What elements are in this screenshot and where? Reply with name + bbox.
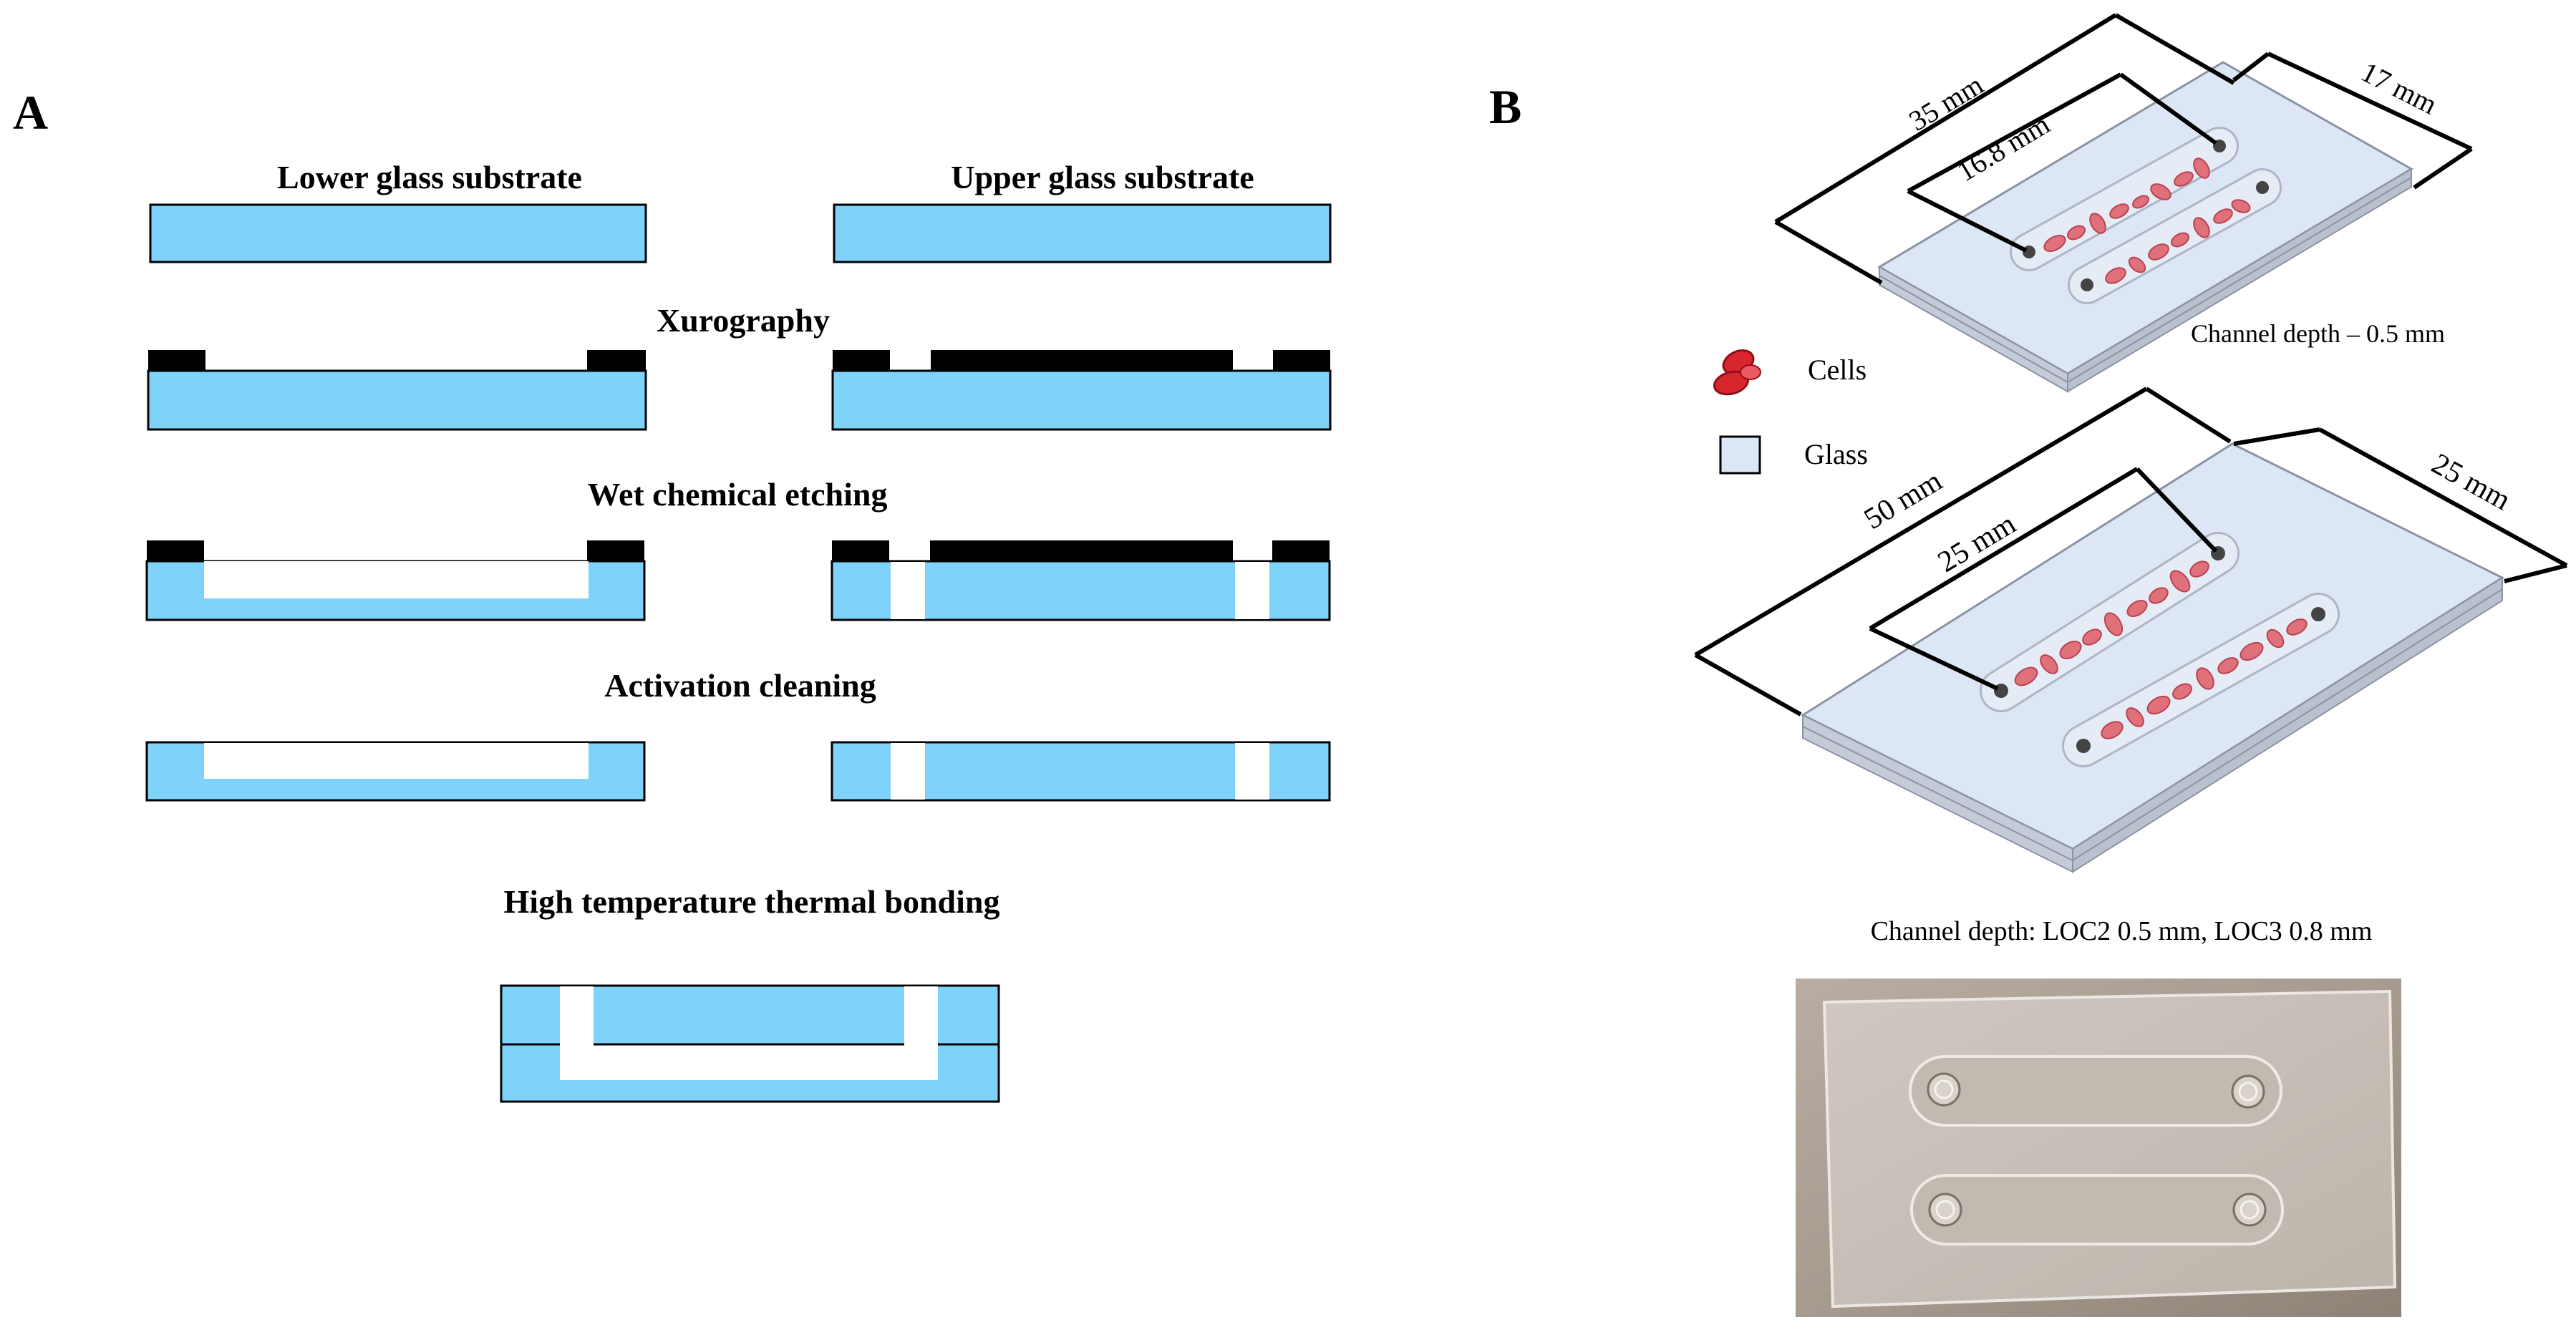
port (2081, 278, 2093, 291)
mask-segment (832, 540, 889, 561)
depth-note-large: Channel depth: LOC2 0.5 mm, LOC3 0.8 mm (1871, 916, 2373, 946)
lower-glass-substrate (147, 369, 647, 431)
mask-segment (587, 350, 646, 371)
etched-through-hole (1235, 562, 1269, 619)
dim-length-large: 50 mm (1859, 465, 1948, 536)
through-hole (891, 743, 925, 800)
etched-channel (204, 743, 589, 779)
row-xurography (147, 350, 1332, 431)
dim-length-small: 35 mm (1903, 68, 1988, 137)
row-activation-cleaning (145, 741, 1331, 802)
cell-cluster (2105, 199, 2251, 284)
cell-cluster (2014, 560, 2209, 686)
mask-segment (1272, 540, 1330, 561)
panel-b-label: B (1489, 79, 1521, 134)
port (2311, 607, 2325, 621)
step-activation-cleaning: Activation cleaning (604, 667, 876, 704)
port (2213, 140, 2226, 152)
bonded-chip (500, 984, 1000, 1103)
inlet-hole (560, 986, 594, 1044)
etched-channel (204, 561, 589, 598)
legend-glass-label: Glass (1804, 438, 1868, 470)
dimension-lines (1774, 13, 2473, 285)
cell-cluster (2043, 157, 2210, 253)
mask-segment (931, 350, 1233, 371)
cell-cluster (2101, 618, 2308, 739)
photo-channel (1909, 1055, 2282, 1127)
port (2076, 739, 2091, 753)
mask-segment (930, 540, 1233, 561)
cells-icon (1713, 349, 1761, 396)
mask-segment (148, 350, 205, 371)
mask-segment (587, 540, 644, 561)
depth-note-small: Channel depth – 0.5 mm (2191, 319, 2445, 348)
step-xurography: Xurography (657, 302, 830, 339)
mask-segment (1273, 350, 1330, 371)
row-wet-etching (145, 540, 1331, 621)
lower-substrate-title: Lower glass substrate (277, 159, 582, 195)
upper-glass-substrate (831, 369, 1332, 431)
photo-glass-slide (1822, 989, 2397, 1309)
mask-segment (147, 540, 204, 561)
photo-channel (1910, 1174, 2284, 1246)
upper-substrate-title: Upper glass substrate (951, 159, 1254, 195)
outlet-hole (904, 986, 938, 1044)
row-bare-substrates (149, 203, 1332, 263)
sealed-channel (560, 1044, 938, 1080)
photo-ports (1927, 1072, 2267, 1227)
step-wet-etching: Wet chemical etching (587, 476, 887, 513)
photo-port-highlights (1934, 1079, 2260, 1220)
through-hole (1235, 743, 1269, 800)
large-chip-drawing: 50 mm 25 mm 25 mm (1694, 387, 2568, 873)
lower-glass-substrate (149, 203, 647, 263)
dim-width-small: 17 mm (2356, 55, 2442, 120)
step-thermal-bonding: High temperature thermal bonding (504, 883, 1000, 920)
dim-channel-large: 25 mm (1932, 508, 2022, 579)
chip-photograph (1796, 979, 2401, 1317)
small-chip-drawing: 35 mm 16.8 mm 17 mm Channel depth – 0.5 … (1774, 13, 2473, 393)
port (2256, 181, 2269, 194)
panel-a-label: A (13, 85, 48, 140)
upper-glass-substrate (833, 203, 1332, 263)
dim-width-large: 25 mm (2426, 447, 2517, 518)
glass-swatch-icon (1719, 435, 1761, 475)
etched-through-hole (891, 562, 925, 619)
legend: Cells Glass (1713, 349, 1868, 475)
dimension-lines (1694, 387, 2568, 717)
legend-cells-label: Cells (1808, 354, 1866, 386)
mask-segment (833, 350, 890, 371)
